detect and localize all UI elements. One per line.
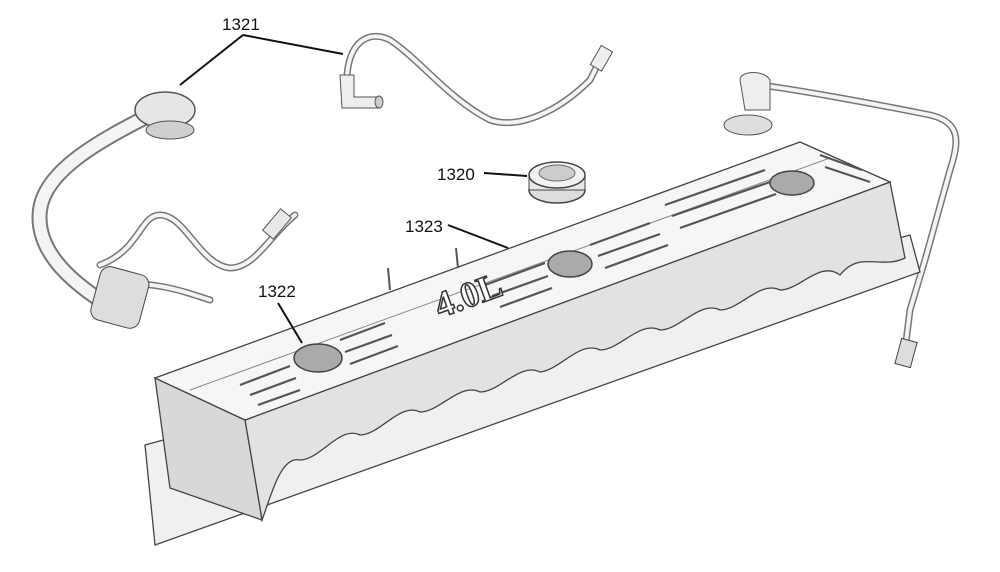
callout-1320: 1320 — [437, 165, 475, 184]
port-right — [769, 170, 815, 196]
port-left — [293, 343, 343, 373]
valve-cover: 4.0L — [144, 141, 921, 546]
callout-1323: 1323 — [405, 217, 443, 236]
middle-vent-tube — [339, 32, 614, 127]
port-middle — [547, 250, 593, 278]
cover-ribs — [239, 153, 871, 407]
right-vent-tube — [723, 72, 960, 369]
leader-lines — [179, 34, 528, 344]
callout-1321: 1321 — [222, 15, 260, 34]
left-vent-hose — [31, 91, 299, 329]
callout-1322: 1322 — [258, 282, 296, 301]
oil-filler-cap — [528, 161, 586, 204]
